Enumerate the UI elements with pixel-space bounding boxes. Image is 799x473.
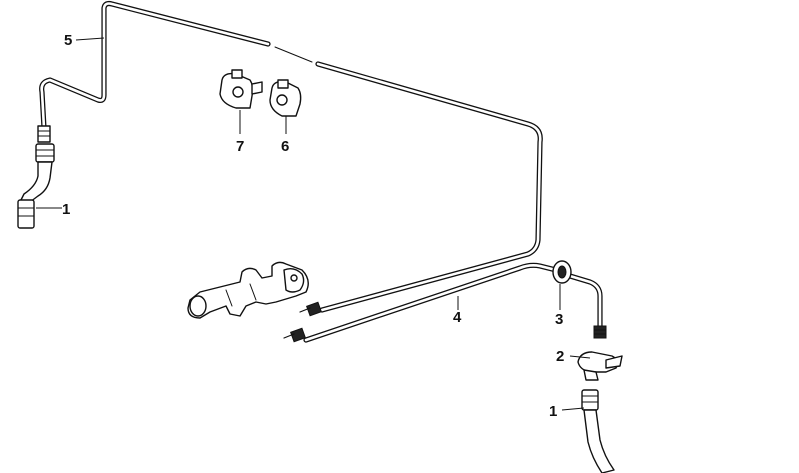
callout-3: 3 [555,311,563,328]
clip-part-6 [269,79,302,117]
brake-line-part-4 [283,262,607,343]
clip-part-7 [219,69,263,109]
callout-5: 5 [64,32,72,49]
callout-2: 2 [556,348,564,365]
callout-7: 7 [236,138,244,155]
callout-6: 6 [281,138,289,155]
brake-hose-part-1-left [17,143,55,229]
bracket-part-2 [577,351,623,381]
grommet-part-3 [552,260,572,284]
callout-4: 4 [453,309,462,326]
master-cylinder [187,261,309,319]
callout-leaders [36,37,591,411]
brake-line-part-5 [37,0,543,313]
brake-hose-part-1-right [581,389,615,473]
callout-1-left: 1 [62,201,70,218]
callout-1-right: 1 [549,403,557,420]
